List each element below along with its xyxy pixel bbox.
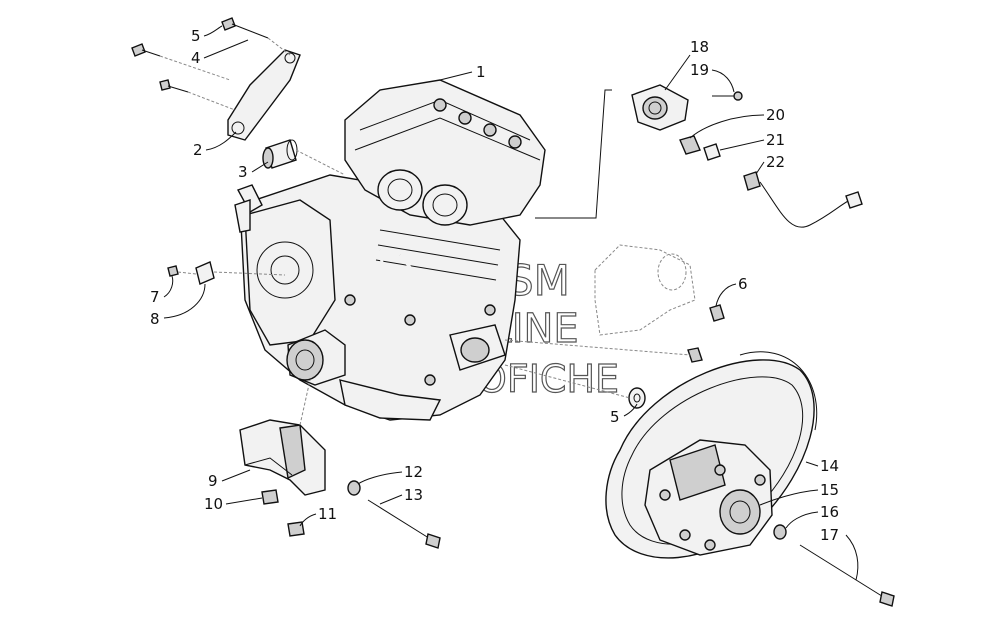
- drive-clutch: [605, 351, 895, 607]
- callout-17: 17: [820, 526, 839, 544]
- mount-bolt: [347, 480, 441, 549]
- callout-21: 21: [766, 131, 785, 149]
- engine-mount-bracket: [227, 49, 301, 141]
- callout-9: 9: [208, 472, 218, 490]
- washer: [504, 364, 646, 409]
- bracket-bolts: [131, 17, 291, 111]
- callout-22: 22: [766, 153, 785, 171]
- callout-4: 4: [191, 49, 201, 67]
- callout-19: 19: [690, 61, 709, 79]
- callout-20: 20: [766, 106, 785, 124]
- callout-5-lower: 5: [610, 408, 620, 426]
- callout-2: 2: [193, 141, 203, 159]
- callout-11: 11: [318, 505, 337, 523]
- callout-3: 3: [238, 163, 248, 181]
- temperature-sensor: [679, 135, 863, 228]
- callout-1: 1: [476, 63, 486, 81]
- callout-6: 6: [738, 275, 748, 293]
- callout-13: 13: [404, 486, 423, 504]
- callout-18: 18: [690, 38, 709, 56]
- lower-engine-mount: [239, 379, 326, 537]
- clutch-mount-plate: [504, 244, 725, 363]
- callout-14: 14: [820, 457, 839, 475]
- thermostat-housing: [535, 84, 743, 219]
- engine-assembly: [234, 79, 546, 421]
- callout-7: 7: [150, 288, 160, 306]
- sensor-fitting: [167, 261, 286, 285]
- callout-15: 15: [820, 481, 839, 499]
- callout-labels: 1 5 4 2 3 7 8 18 19 20 21 22 6 5: [150, 25, 859, 581]
- callout-5-top: 5: [191, 27, 201, 45]
- callout-16: 16: [820, 503, 839, 521]
- callout-8: 8: [150, 310, 160, 328]
- callout-10: 10: [204, 495, 223, 513]
- callout-12: 12: [404, 463, 423, 481]
- spacer: [262, 139, 346, 176]
